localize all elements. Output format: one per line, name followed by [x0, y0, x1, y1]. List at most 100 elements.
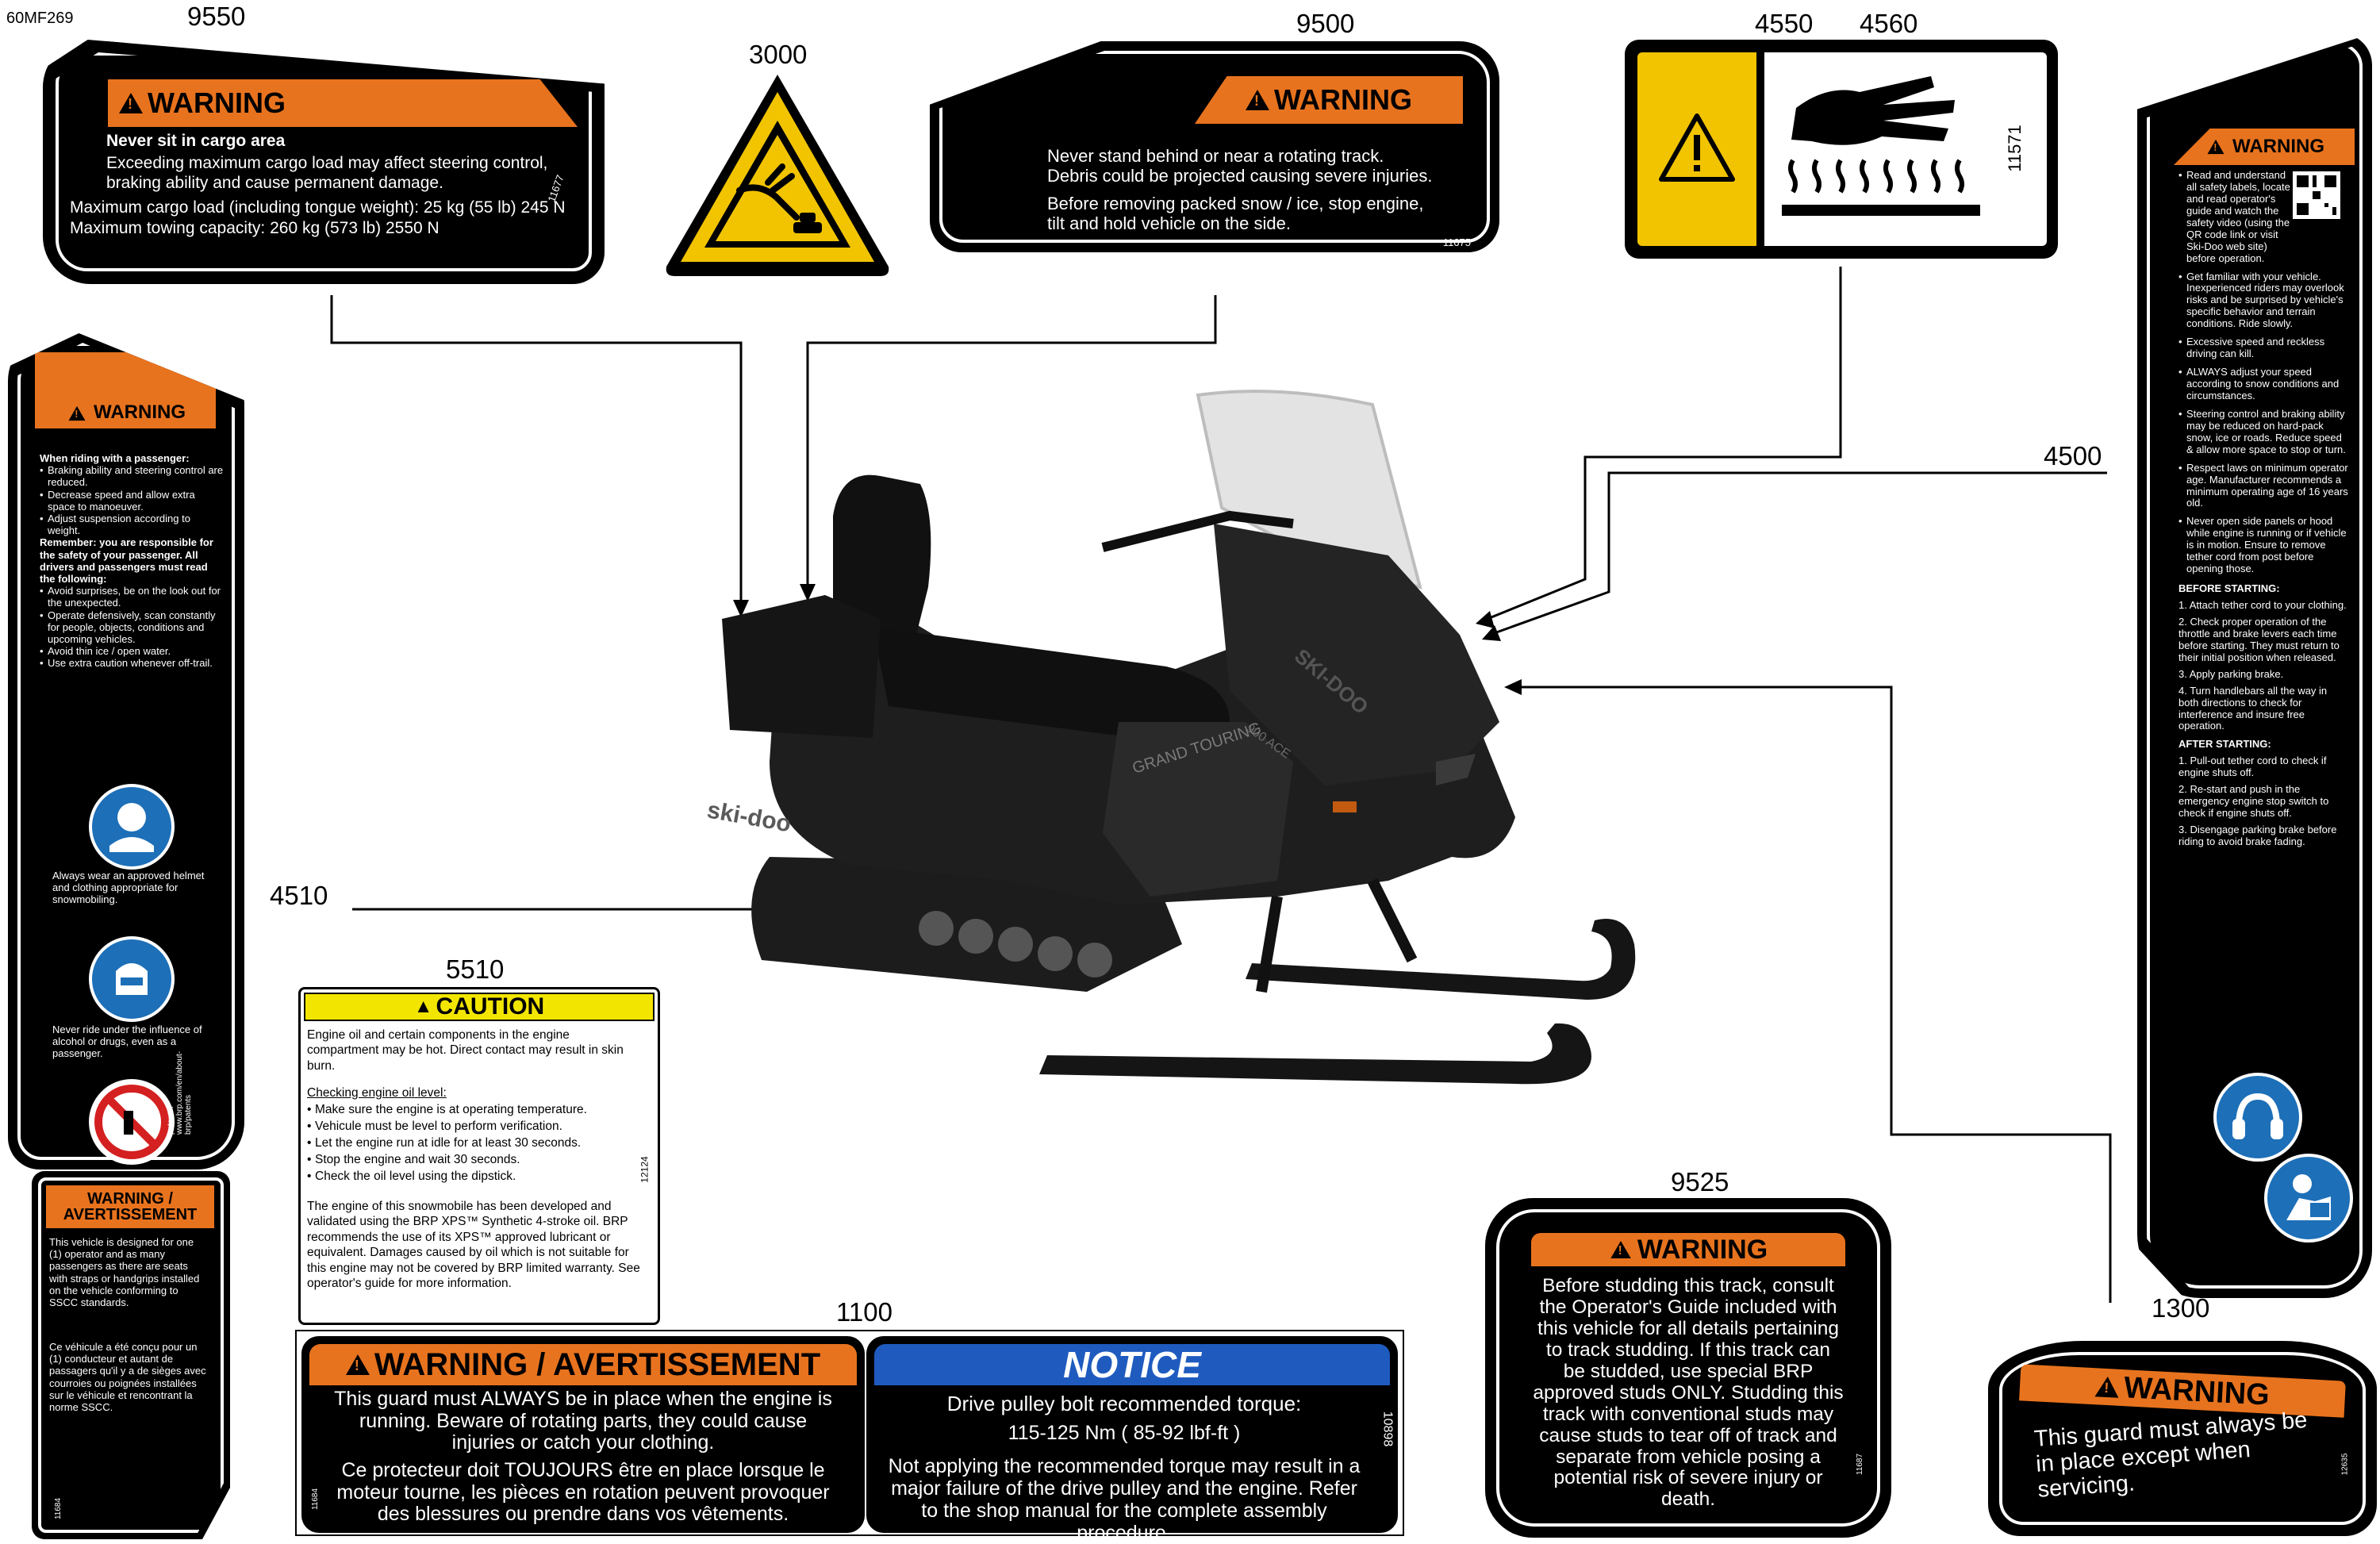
protective-gear-icon: [89, 936, 175, 1022]
list-item: Use extra caution whenever off-trail.: [40, 657, 224, 669]
label-left-alcohol: Never ride under the influence of alcoho…: [52, 1024, 202, 1060]
list-item: Stop the engine and wait 30 seconds.: [307, 1152, 632, 1169]
label-right-before-title: BEFORE STARTING:: [2178, 582, 2280, 595]
list-item: 2. Re-start and push in the emergency en…: [2178, 783, 2329, 820]
callout-4500: 4500: [2044, 441, 2102, 470]
label-9525-code: 11687: [1855, 1453, 1864, 1476]
list-item: ALWAYS adjust your speed according to sn…: [2178, 366, 2348, 402]
label-left-lower-header: WARNING / AVERTISSEMENT: [63, 1190, 198, 1223]
list-item: Excessive speed and reckless driving can…: [2178, 336, 2348, 360]
list-item: Avoid surprises, be on the look out for …: [40, 585, 224, 609]
list-item: Operate defensively, scan constantly for…: [40, 609, 224, 646]
callout-9500: 9500: [1296, 9, 1355, 38]
list-item: Adjust suspension according to weight.: [40, 513, 224, 536]
label-1100-warning: WARNING / AVERTISSEMENT This guard must …: [301, 1336, 865, 1533]
list-item: Check the oil level using the dipstick.: [307, 1169, 632, 1185]
label-left-header: WARNING: [94, 401, 186, 423]
label-left-passenger: WARNING When riding with a passenger: Br…: [8, 333, 244, 1170]
diagram-code: 60MF269: [6, 10, 74, 27]
label-9525: WARNING Before studding this track, cons…: [1485, 1198, 1891, 1538]
label-left-remember: Remember: you are responsible for the sa…: [40, 536, 213, 586]
label-left-bullets1: Braking ability and steering control are…: [40, 464, 224, 536]
callout-1300: 1300: [2152, 1293, 2210, 1323]
label-5510-code: 12124: [639, 1156, 651, 1183]
list-item: 3. Disengage parking brake before riding…: [2178, 824, 2337, 847]
label-right-safety: WARNING Read and understand all safety l…: [2137, 33, 2372, 1298]
list-item: Read and understand all safety labels, l…: [2178, 169, 2348, 265]
callout-4510: 4510: [270, 881, 328, 910]
label-1100-warning-code: 11684: [311, 1488, 321, 1511]
read-manual-icon: [2264, 1154, 2353, 1242]
callout-9525: 9525: [1671, 1167, 1729, 1196]
label-9550-line3: Maximum cargo load (including tongue wei…: [70, 198, 566, 217]
label-1100-warning-header: WARNING / AVERTISSEMENT: [374, 1346, 821, 1382]
label-9500: WARNING Never stand behind or near a rot…: [930, 41, 1499, 252]
label-right-bullets: Read and understand all safety labels, l…: [2178, 169, 2348, 575]
list-item: 3. Apply parking brake.: [2178, 667, 2284, 680]
label-5510-header: CAUTION: [436, 993, 545, 1020]
label-9500-line4: tilt and hold vehicle on the side.: [1047, 213, 1291, 233]
hot-surface-icon: [1782, 76, 1980, 216]
list-item: Make sure the engine is at operating tem…: [307, 1102, 632, 1119]
list-item: Respect laws on minimum operator age. Ma…: [2178, 462, 2348, 510]
label-left-helmet: Always wear an approved helmet and cloth…: [52, 870, 205, 906]
label-left-intro: When riding with a passenger:: [40, 452, 190, 464]
list-item: Decrease speed and allow extra space to …: [40, 489, 224, 513]
list-item: 1. Pull-out tether cord to check if engi…: [2178, 755, 2327, 779]
label-9550: WARNING Never sit in cargo area Exceedin…: [43, 40, 605, 284]
label-9500-line1: Never stand behind or near a rotating tr…: [1047, 146, 1384, 166]
list-item: 1. Attach tether cord to your clothing.: [2178, 599, 2347, 611]
list-item: Get familiar with your vehicle. Inexperi…: [2178, 271, 2348, 331]
label-1300-header: WARNING: [2123, 1370, 2271, 1412]
label-left-bullets2: Avoid surprises, be on the look out for …: [40, 585, 224, 670]
label-1100-notice: NOTICE Drive pulley bolt recommended tor…: [866, 1336, 1398, 1544]
label-left-lower-en: This vehicle is designed for one (1) ope…: [49, 1236, 200, 1309]
label-9550-line2: braking ability and cause permanent dama…: [106, 174, 443, 192]
label-5510-p1: Engine oil and certain components in the…: [307, 1028, 624, 1073]
label-1300-code: 12635: [2340, 1453, 2350, 1476]
label-9500-code: 11675: [1442, 236, 1471, 248]
label-9525-text: Before studding this track, consult the …: [1533, 1275, 1844, 1511]
label-3000: [663, 71, 892, 279]
label-9550-title: Never sit in cargo area: [106, 132, 286, 150]
label-1100-warning-en: This guard must ALWAYS be in place when …: [334, 1388, 832, 1454]
label-left-url: patents: www.brp.com/en/about-brp/patent…: [167, 1050, 193, 1135]
label-left-lower-fr: Ce véhicule a été conçu pour un (1) cond…: [49, 1341, 206, 1414]
list-item: Avoid thin ice / open water.: [40, 645, 224, 657]
no-alcohol-icon: [89, 1079, 175, 1165]
list-item: Braking ability and steering control are…: [40, 464, 224, 488]
label-1100-notice-l3: Not applying the recommended torque may …: [888, 1455, 1361, 1544]
label-9500-line3: Before removing packed snow / ice, stop …: [1047, 194, 1424, 213]
callout-9550: 9550: [187, 2, 246, 31]
list-item: Vehicule must be level to perform verifi…: [307, 1119, 632, 1135]
label-1100-warning-fr: Ce protecteur doit TOUJOURS être en plac…: [336, 1459, 830, 1525]
label-5510-sub: Checking engine oil level:: [307, 1086, 447, 1100]
list-item: Steering control and braking ability may…: [2178, 408, 2348, 456]
label-right-after-title: AFTER STARTING:: [2178, 738, 2271, 751]
label-9500-line2: Debris could be projected causing severe…: [1047, 166, 1433, 186]
label-9550-line4: Maximum towing capacity: 260 kg (573 lb)…: [70, 219, 440, 237]
label-left-lower: WARNING / AVERTISSEMENT This vehicle is …: [32, 1171, 230, 1539]
label-1100-notice-code: 10898: [1380, 1411, 1394, 1447]
callout-4550: 4550: [1755, 9, 1814, 38]
label-right-header: WARNING: [2232, 136, 2324, 157]
label-5510: ▲CAUTION Engine oil and certain componen…: [298, 987, 660, 1325]
callout-4560: 4560: [1860, 9, 1918, 38]
label-4550: 11571: [1625, 40, 2058, 259]
hearing-protection-icon: [2213, 1073, 2302, 1162]
list-item: 4. Turn handlebars all the way in both d…: [2178, 684, 2328, 732]
callout-1100: 1100: [836, 1297, 892, 1327]
label-1100-notice-l1: Drive pulley bolt recommended torque:: [946, 1392, 1302, 1415]
label-9525-header: WARNING: [1637, 1234, 1768, 1265]
label-1300: WARNING This guard must always be in pla…: [1988, 1341, 2377, 1536]
label-1100-notice-l2: 115-125 Nm ( 85-92 lbf-ft ): [1008, 1422, 1241, 1444]
label-9550-header: WARNING: [148, 86, 286, 119]
snowmobile-image: GRAND TOURING SKI-DOO 900 ACE ski-doo: [674, 389, 1825, 1150]
list-item: 2. Check proper operation of the throttl…: [2178, 615, 2340, 663]
label-9550-line1: Exceeding maximum cargo load may affect …: [106, 154, 548, 172]
helmet-mandatory-icon: [89, 784, 175, 870]
label-left-lower-code: 11684: [54, 1497, 63, 1520]
label-4550-code: 11571: [2005, 125, 2025, 172]
callout-3000: 3000: [749, 40, 808, 69]
list-item: Let the engine run at idle for at least …: [307, 1135, 632, 1152]
